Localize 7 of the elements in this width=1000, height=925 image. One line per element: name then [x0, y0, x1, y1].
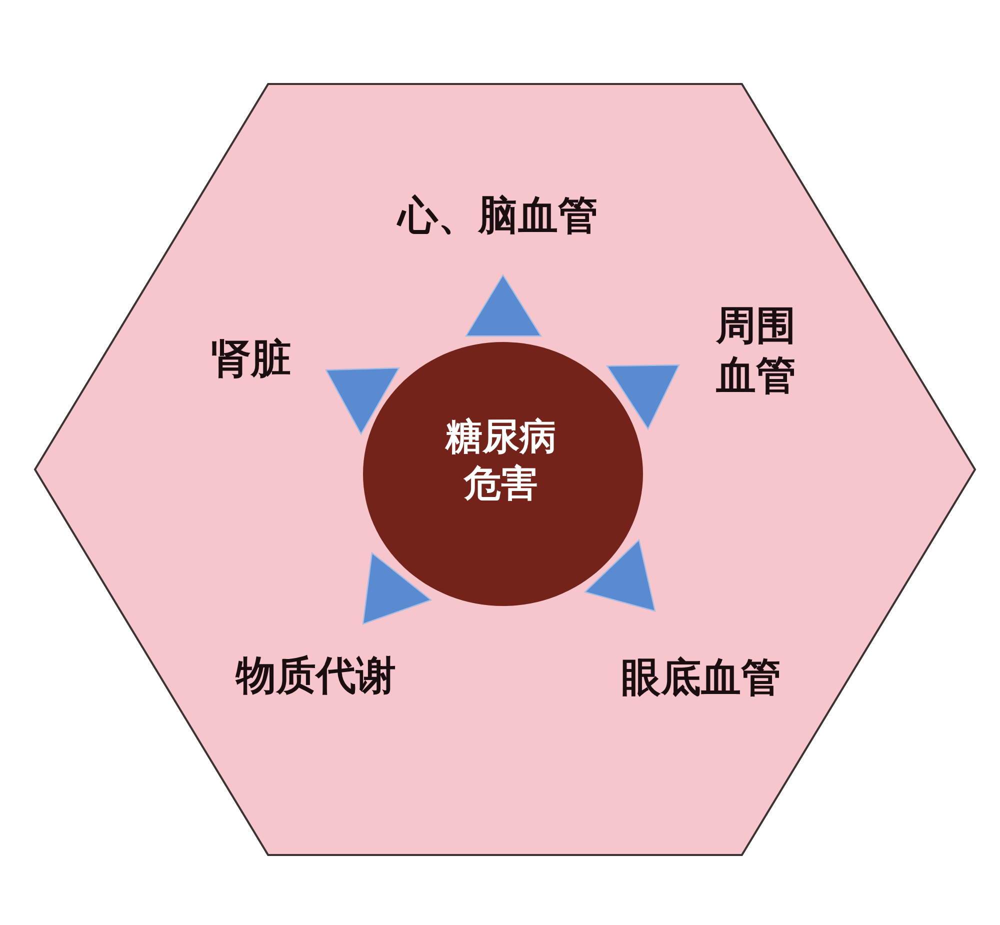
topic-label: 物质代谢	[236, 652, 396, 701]
topic-label: 眼底血管	[621, 654, 781, 703]
topic-label: 肾脏	[211, 335, 291, 384]
topic-label: 周围血管	[715, 302, 797, 401]
hexagon-panel	[35, 84, 975, 855]
center-title: 糖尿病危害	[444, 414, 558, 507]
topic-label: 心、脑血管	[398, 192, 598, 241]
